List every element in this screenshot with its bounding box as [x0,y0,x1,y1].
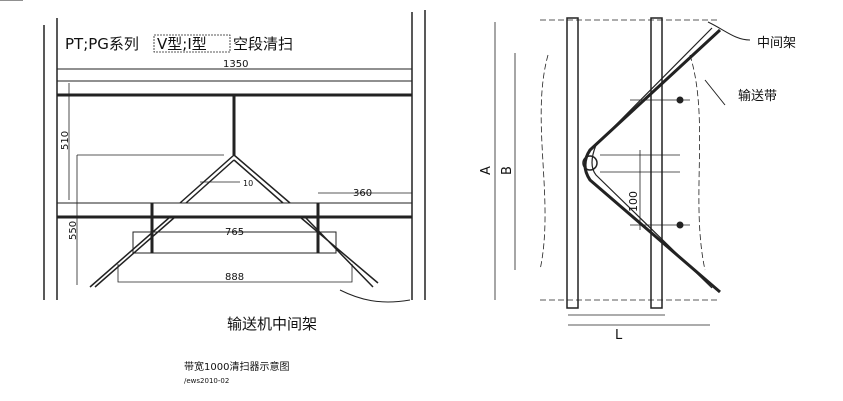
dim-765: 765 [225,227,244,238]
dim-10: 10 [243,179,253,188]
left-drawing [0,0,426,303]
right-drawing [494,17,751,326]
dim-a: A [479,166,494,175]
dim-550: 550 [68,221,79,240]
title-prefix: PT;PG系列 [65,35,139,53]
title-box [153,34,231,53]
dim-b: B [500,166,515,175]
caption-sub: /ews2010-02 [184,377,229,385]
title-suffix: 空段清扫 [233,35,293,53]
dim-l: L [615,328,623,343]
leader-line [339,289,411,303]
v-scraper-lower [89,216,379,288]
dim-888: 888 [225,272,244,283]
belt-label: 输送带 [738,88,777,104]
caption: 带宽1000清扫器示意图 [184,360,289,373]
frame-label: 输送机中间架 [227,315,317,333]
dim-510: 510 [60,131,71,150]
scraper-bracket [132,231,337,254]
v-scraper [583,28,722,294]
v-scraper-upper [179,154,291,204]
dim-360: 360 [353,188,372,199]
leader-lines [704,21,751,106]
frame-label-right: 中间架 [757,36,796,51]
belt-outline [539,54,706,271]
dim-1350: 1350 [223,59,248,70]
left-frame-post [566,17,579,309]
dim-100: 100 [627,191,640,212]
title-box-text: V型;I型 [157,35,207,53]
right-frame-post [650,17,663,309]
